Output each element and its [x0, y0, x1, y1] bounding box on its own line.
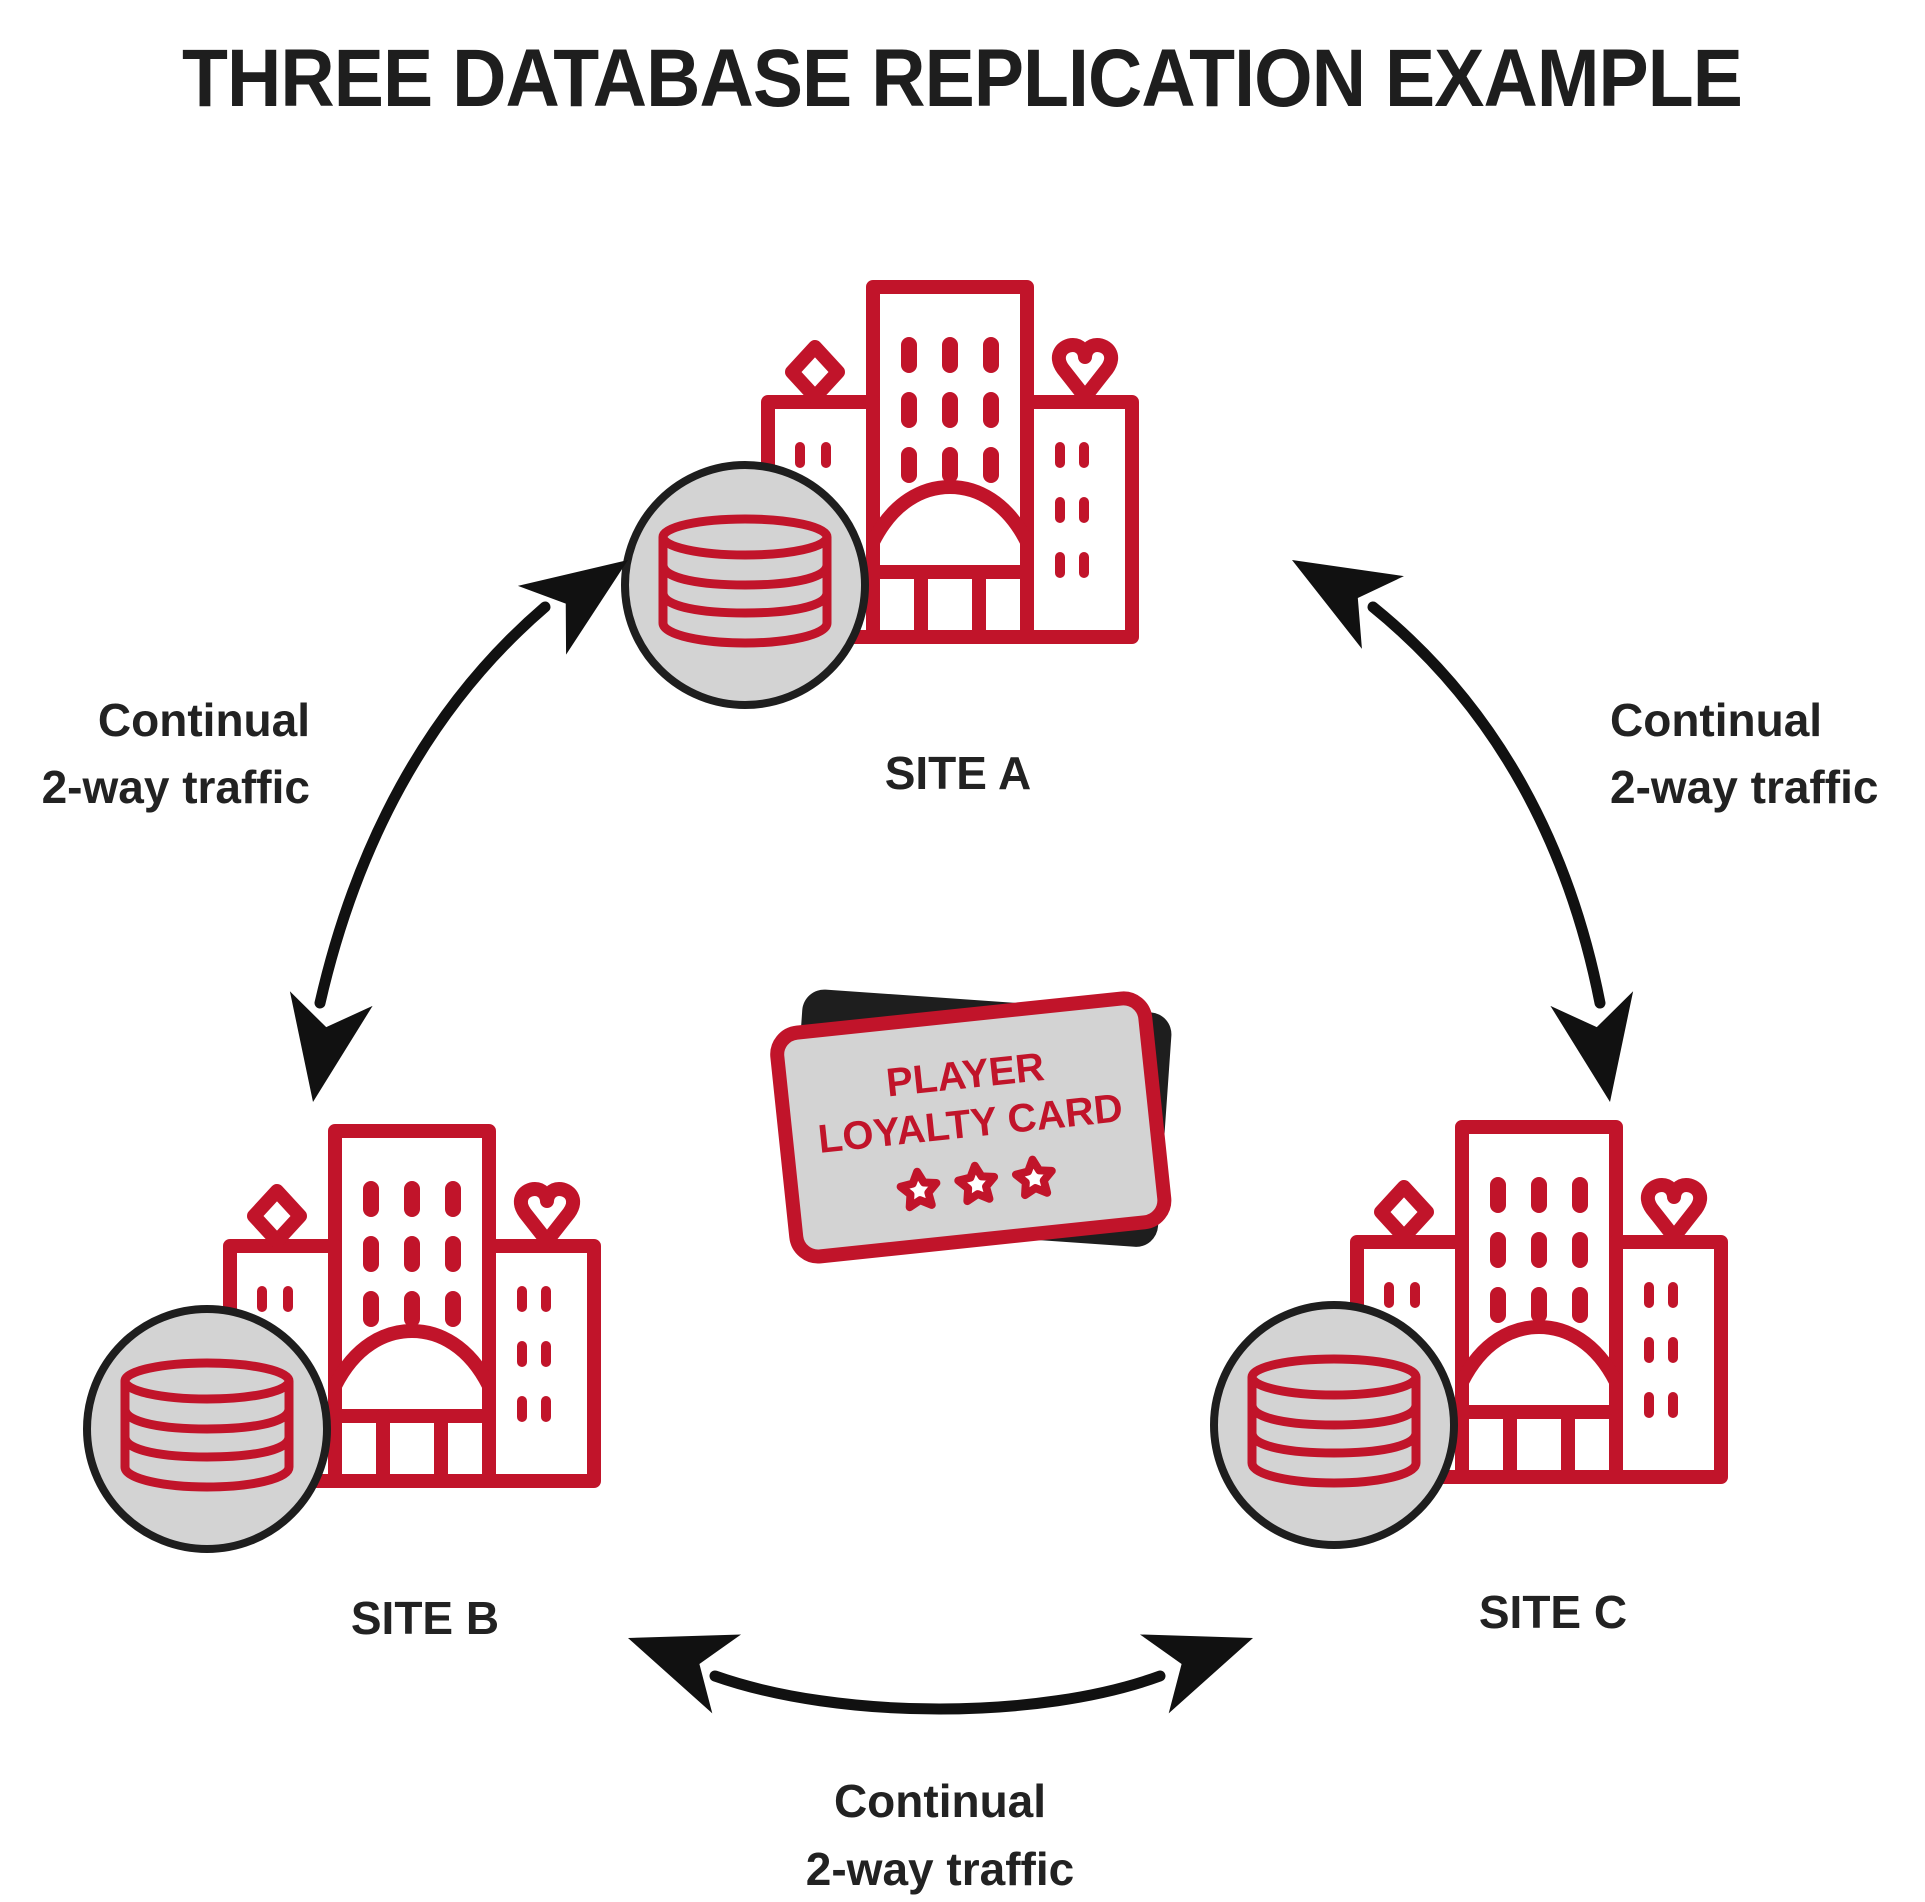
site-b-label: SITE B	[351, 1592, 499, 1644]
casino-building-icon	[625, 287, 1132, 705]
traffic-label-b-c: Continual 2-way traffic	[806, 1775, 1074, 1895]
double-arrow-icon	[613, 1598, 1268, 1715]
site-a-label: SITE A	[885, 747, 1032, 799]
traffic-line1: Continual	[834, 1775, 1046, 1827]
traffic-line1: Continual	[1610, 694, 1822, 746]
site-c-label: SITE C	[1479, 1586, 1627, 1638]
site-a-building	[625, 287, 1132, 705]
casino-building-icon	[87, 1131, 594, 1549]
traffic-label-a-c: Continual 2-way traffic	[1610, 694, 1878, 813]
traffic-line2: 2-way traffic	[42, 761, 310, 813]
site-b-building	[87, 1131, 594, 1549]
traffic-line2: 2-way traffic	[806, 1843, 1074, 1895]
casino-building-icon	[1214, 1127, 1721, 1545]
double-arrow-icon	[271, 525, 653, 1110]
traffic-line2: 2-way traffic	[1610, 761, 1878, 813]
diagram-title: THREE DATABASE REPLICATION EXAMPLE	[182, 33, 1742, 124]
traffic-label-a-b: Continual 2-way traffic	[42, 694, 310, 813]
site-c-building	[1214, 1127, 1721, 1545]
traffic-line1: Continual	[98, 694, 310, 746]
double-arrow-icon	[1271, 523, 1652, 1110]
loyalty-card-icon: PLAYER LOYALTY CARD	[770, 989, 1172, 1264]
